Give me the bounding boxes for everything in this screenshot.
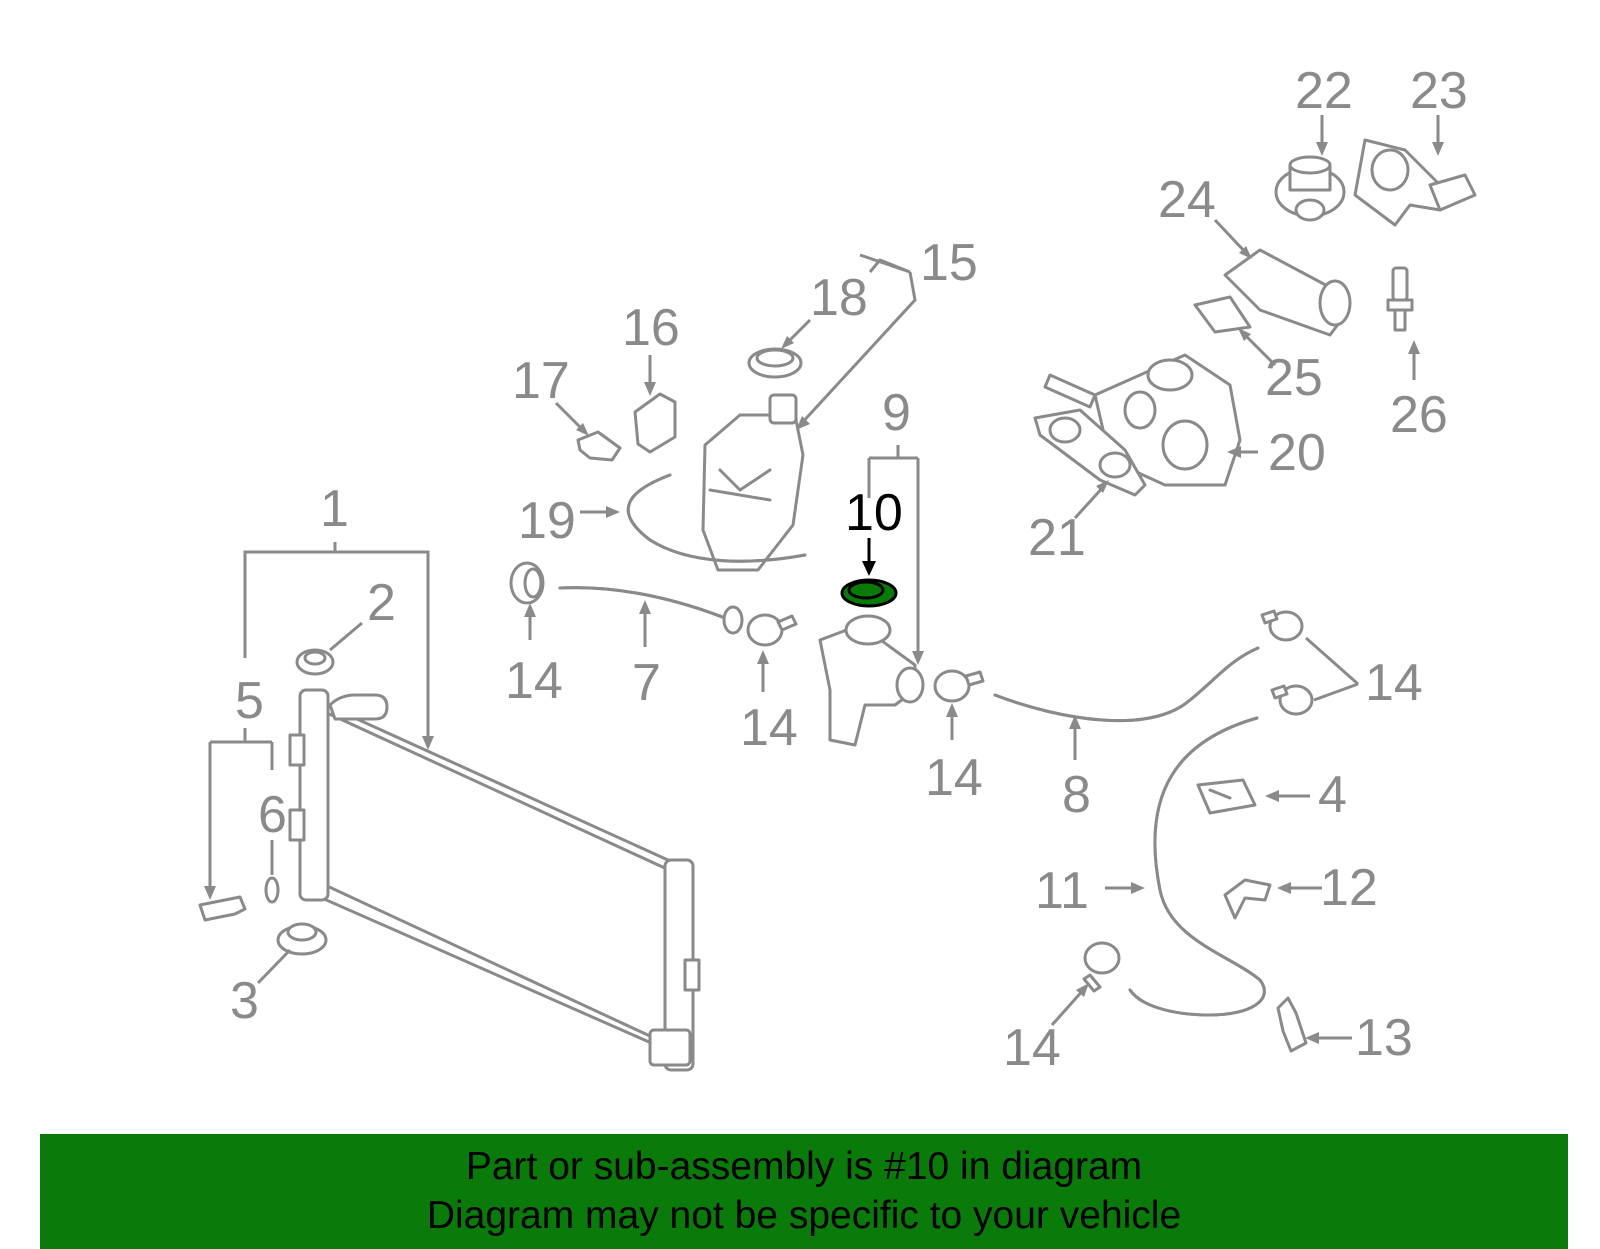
callout-16: 16 — [622, 299, 680, 357]
radiator-hose-part — [993, 646, 1260, 723]
drain-plug-part — [276, 922, 328, 956]
hose-clamp-part — [1270, 684, 1314, 716]
bracket-part — [198, 895, 247, 922]
callout-24: 24 — [1158, 171, 1216, 229]
callout-14: 14 — [740, 699, 798, 757]
callout-3: 3 — [230, 972, 259, 1030]
callout-7: 7 — [632, 654, 661, 712]
callout-19: 19 — [518, 492, 576, 550]
radiator-part — [288, 688, 701, 1072]
callout-10-highlighted: 10 — [845, 484, 903, 542]
callout-22: 22 — [1295, 62, 1353, 120]
callout-21: 21 — [1028, 509, 1086, 567]
callout-6: 6 — [258, 786, 287, 844]
callout-20: 20 — [1268, 424, 1326, 482]
radiator-cap-part — [295, 648, 335, 676]
reservoir-cap-part — [747, 347, 803, 379]
upper-hose-part — [558, 586, 744, 635]
hose-clamp-part — [746, 613, 798, 647]
thermostat-cover-part — [1353, 138, 1477, 227]
clip-part — [576, 430, 622, 462]
footer-line-2: Diagram may not be specific to your vehi… — [426, 1194, 1182, 1237]
callout-12: 12 — [1320, 859, 1378, 917]
water-outlet-part — [818, 614, 925, 747]
callout-1: 1 — [320, 480, 349, 538]
lower-hose-part — [1128, 716, 1266, 1017]
thermostat-housing-part — [1043, 353, 1242, 487]
callout-15: 15 — [920, 234, 978, 292]
callout-14: 14 — [925, 749, 983, 807]
callout-26: 26 — [1390, 386, 1448, 444]
callout-14: 14 — [1365, 654, 1423, 712]
callout-11: 11 — [1035, 862, 1089, 920]
reservoir-bracket-part — [633, 392, 677, 454]
callout-25: 25 — [1265, 349, 1323, 407]
hose-bracket-part — [1276, 996, 1308, 1053]
housing-gasket-part — [1033, 408, 1147, 497]
pipe-gasket-part — [1193, 295, 1252, 334]
hose-clamp-part — [933, 669, 985, 703]
callout-14: 14 — [505, 652, 563, 710]
o-ring-part — [264, 876, 280, 904]
temperature-sensor-part — [1386, 266, 1414, 332]
callout-9: 9 — [882, 384, 911, 442]
callout-5: 5 — [235, 672, 264, 730]
hose-clamp-part — [509, 561, 545, 605]
callout-23: 23 — [1410, 62, 1468, 120]
coolant-reservoir-part — [701, 393, 805, 572]
callout-18: 18 — [810, 269, 868, 327]
callout-14: 14 — [1003, 1019, 1061, 1077]
overflow-hose-part — [626, 473, 807, 563]
thermostat-part — [1274, 155, 1346, 222]
hose-bracket-part — [1223, 878, 1272, 920]
water-pipe-part — [1223, 248, 1352, 337]
footer-line-1: Part or sub-assembly is #10 in diagram — [465, 1145, 1143, 1188]
callout-13: 13 — [1355, 1009, 1413, 1067]
leader-lines — [204, 115, 1444, 1044]
footer-banner: Part or sub-assembly is #10 in diagram D… — [40, 1134, 1568, 1249]
gasket-highlighted-part — [840, 578, 898, 608]
callout-4: 4 — [1318, 766, 1347, 824]
callout-17: 17 — [512, 352, 570, 410]
hose-clamp-part — [1082, 941, 1121, 993]
hose-clamp-part — [1260, 609, 1304, 642]
hose-protector-part — [1196, 778, 1257, 815]
callout-8: 8 — [1062, 766, 1091, 824]
callout-2: 2 — [367, 574, 396, 632]
